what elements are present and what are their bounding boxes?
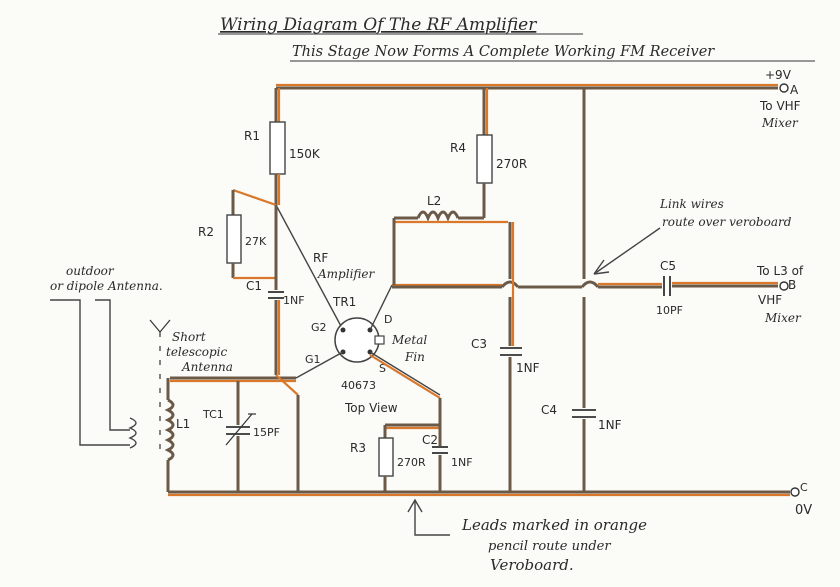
link-note-line1: Link wires [659,197,724,211]
r2-resistor [226,214,242,264]
r2-name: R2 [198,225,214,239]
outdoor-antenna [50,299,137,449]
terminal-a-to: To VHF [759,99,801,113]
c2-value: 1NF [451,456,473,469]
c4-branch [572,88,596,492]
r3-branch [378,425,394,492]
terminal-a-voltage: +9V [765,68,792,82]
r2-value: 27K [245,235,267,248]
antenna-outdoor-line2: or dipole Antenna. [50,279,163,293]
c4-name: C4 [541,403,557,417]
c3-branch [500,222,522,492]
l1-name: L1 [176,417,190,431]
c5-capacitor [663,276,789,296]
c4-value: 1NF [598,418,622,432]
antenna-short-line2: telescopic [166,345,227,359]
r1-value: 150K [289,147,321,161]
link-note-line2: route over veroboard [662,215,792,229]
tr1-label-rf: RF [313,251,328,265]
terminal-a-dest: Mixer [761,116,799,130]
leads-note-line3: Veroboard. [490,556,574,574]
r4-name: R4 [450,141,466,155]
tr1-view: Top View [344,401,398,415]
rail-ground [168,487,800,497]
antenna-outdoor-line1: outdoor [66,264,115,278]
tc1-value: 15PF [253,426,280,439]
r1-resistor [269,121,286,175]
antenna-short-line3: Antenna [181,360,233,374]
short-antenna [149,319,171,452]
r1-branch [269,88,286,205]
wire-source [369,351,441,396]
c3-name: C3 [471,337,487,351]
link-note-arrow [593,227,661,275]
r3-value: 270R [397,456,426,469]
tc1-name: TC1 [202,408,224,421]
leads-note-arrow [407,498,450,536]
terminal-c-letter: C [800,481,808,494]
l1-inductor [164,378,175,492]
leads-note-line1: Leads marked in orange [461,516,647,534]
terminal-b-to: To L3 of [756,264,804,278]
wire-r1-g2 [275,204,343,329]
r4-value: 270R [496,157,527,171]
wire-drain [369,284,393,331]
tr1-part: 40673 [341,379,376,392]
terminal-c-label: 0V [795,503,812,518]
tr1-tab-fin: Fin [404,350,425,364]
terminal-a-letter: A [790,83,799,97]
tr1-pin-d: D [384,313,392,326]
tr1-name: TR1 [332,295,356,309]
tr1-pin-g1: G1 [305,353,321,366]
l2-name: L2 [427,194,441,208]
wire-r2-top [232,188,277,207]
tr1-tab-metal: Metal [391,333,427,347]
l2-inductor [392,210,508,285]
c1-name: C1 [246,279,262,293]
tr1-pin-g2: G2 [311,321,327,334]
terminal-b-dest2: Mixer [764,311,802,325]
antenna-short-line1: Short [172,330,206,344]
c5-value: 10PF [656,304,683,317]
tr1-pin-s: S [379,362,386,375]
r3-resistor [378,437,394,477]
leads-note-line2: pencil route under [488,539,611,554]
rail-positive [276,83,789,93]
r4-branch [476,88,493,218]
diagram-title: Wiring Diagram Of The RF Amplifier [220,15,537,35]
c2-branch [432,425,448,492]
terminal-b-dest1: VHF [758,293,782,307]
c1-branch [268,205,284,375]
r3-name: R3 [350,441,366,455]
r2-branch [226,190,276,280]
c5-name: C5 [660,259,676,273]
r4-resistor [476,134,493,184]
diagram-subtitle: This Stage Now Forms A Complete Working … [292,44,715,60]
tr1-label-amplifier: Amplifier [317,267,376,281]
c1-value: 1NF [283,294,305,307]
tc1-trimmer [225,381,256,492]
c3-value: 1NF [516,361,540,375]
transistor-tr1 [334,317,385,363]
r1-name: R1 [244,129,260,143]
c2-name: C2 [422,433,438,447]
terminal-b-letter: B [788,278,796,292]
